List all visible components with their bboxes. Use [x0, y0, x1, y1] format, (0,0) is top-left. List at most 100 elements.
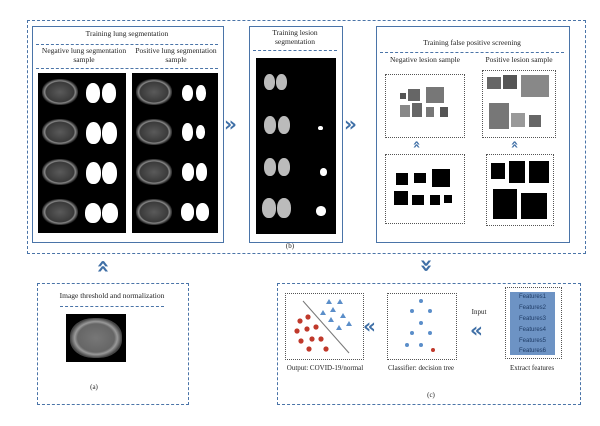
lung-outline — [262, 198, 276, 218]
feature-item: Features2 — [510, 303, 555, 314]
patch — [408, 89, 420, 101]
ct-scan — [136, 199, 172, 225]
blue-point — [326, 299, 332, 304]
ct-scan — [136, 159, 172, 185]
mask — [432, 169, 450, 187]
normalized-ct-image — [66, 314, 126, 362]
lung-outline — [264, 158, 276, 176]
lesion-seg-divider — [253, 50, 337, 51]
mask — [529, 161, 549, 183]
mask — [414, 173, 426, 183]
neg-lesion-masks — [385, 154, 465, 224]
lung-mask — [102, 162, 117, 184]
lung-outline — [276, 74, 287, 90]
classifier-plot — [387, 293, 457, 360]
red-point — [297, 318, 303, 324]
lung-mask — [86, 162, 101, 184]
lesion-seg-title: Training lesion segmentation — [272, 28, 318, 46]
ct-scan — [42, 119, 78, 145]
blue-point — [320, 310, 326, 315]
mask — [444, 195, 452, 203]
ct-scan — [42, 199, 78, 225]
lesion-mask — [320, 168, 327, 176]
red-point — [306, 346, 312, 352]
red-point — [294, 328, 300, 334]
lung-outline — [278, 116, 290, 134]
lung-mask — [182, 163, 194, 181]
output-label: Output: COVID-19/normal — [286, 364, 364, 372]
neg-lesion-patches — [385, 74, 465, 138]
patch — [529, 115, 541, 127]
double-chevron-left-icon: « — [470, 318, 483, 342]
lung-mask — [102, 122, 117, 144]
lesion-seg-box — [249, 26, 343, 243]
output-plot — [285, 293, 364, 360]
decision-tree — [405, 299, 435, 352]
tree-node — [428, 309, 432, 313]
double-chevron-left-icon: « — [363, 314, 376, 338]
mask — [491, 163, 505, 179]
patch — [400, 93, 406, 99]
lung-mask — [86, 122, 101, 144]
lung-mask — [182, 123, 193, 141]
features-box: Features1 Features2 Features3 Features4 … — [505, 287, 562, 359]
panel-b-outer — [27, 20, 586, 254]
patch — [487, 77, 501, 89]
blue-point — [328, 317, 334, 322]
feature-item: Features4 — [510, 325, 555, 336]
tree-node — [419, 299, 423, 303]
tree-node — [419, 321, 423, 325]
mask — [521, 193, 547, 219]
lung-mask — [196, 163, 207, 181]
lung-mask — [102, 83, 116, 103]
pos-lung-label: Positive lung segmentation sample — [135, 46, 217, 64]
patch — [489, 103, 509, 129]
feature-item: Features6 — [510, 347, 555, 355]
mask — [493, 189, 517, 219]
lung-mask — [196, 125, 205, 139]
lung-mask — [182, 85, 193, 101]
tree-node — [410, 309, 414, 313]
lung-mask — [86, 83, 100, 103]
neg-lung-label: Negative lung segmentation sample — [41, 46, 127, 64]
neg-lung-images — [38, 73, 126, 233]
lung-seg-title: Training lung segmentation — [85, 29, 169, 38]
decision-boundary — [302, 300, 350, 354]
lung-seg-divider-2 — [36, 68, 218, 69]
mask — [412, 195, 424, 205]
extract-features-label: Extract features — [509, 364, 555, 372]
mask — [394, 191, 408, 205]
lung-mask — [181, 203, 194, 221]
caption-a: (a) — [90, 383, 98, 391]
feature-item: Features5 — [510, 336, 555, 347]
lung-seg-divider — [36, 44, 218, 45]
panel-c — [277, 283, 581, 405]
lung-outline — [264, 74, 275, 90]
double-chevron-right-icon: » — [224, 112, 237, 136]
feature-item: Features3 — [510, 314, 555, 325]
tree-node — [428, 331, 432, 335]
red-point — [305, 314, 311, 320]
double-chevron-up-icon: » — [507, 140, 523, 149]
lung-outline — [278, 158, 290, 176]
tree-node — [405, 343, 409, 347]
blue-point — [337, 299, 343, 304]
lesion-images — [256, 58, 336, 234]
patch — [426, 107, 434, 117]
output-scatter — [294, 299, 352, 354]
double-chevron-up-icon: » — [90, 259, 116, 274]
patch — [412, 103, 422, 117]
double-chevron-right-icon: » — [344, 112, 357, 136]
lesion-mask — [316, 206, 326, 216]
blue-point — [346, 321, 352, 326]
pos-lesion-label: Positive lesion sample — [485, 55, 553, 64]
red-point — [309, 336, 315, 342]
tree-node — [410, 331, 414, 335]
feature-item: Features1 — [510, 292, 555, 303]
patch — [521, 75, 549, 97]
lung-mask — [196, 203, 209, 221]
lung-outline — [264, 116, 276, 134]
red-point — [304, 326, 310, 332]
input-label: Input — [471, 308, 487, 316]
neg-lesion-label: Negative lesion sample — [390, 55, 460, 64]
